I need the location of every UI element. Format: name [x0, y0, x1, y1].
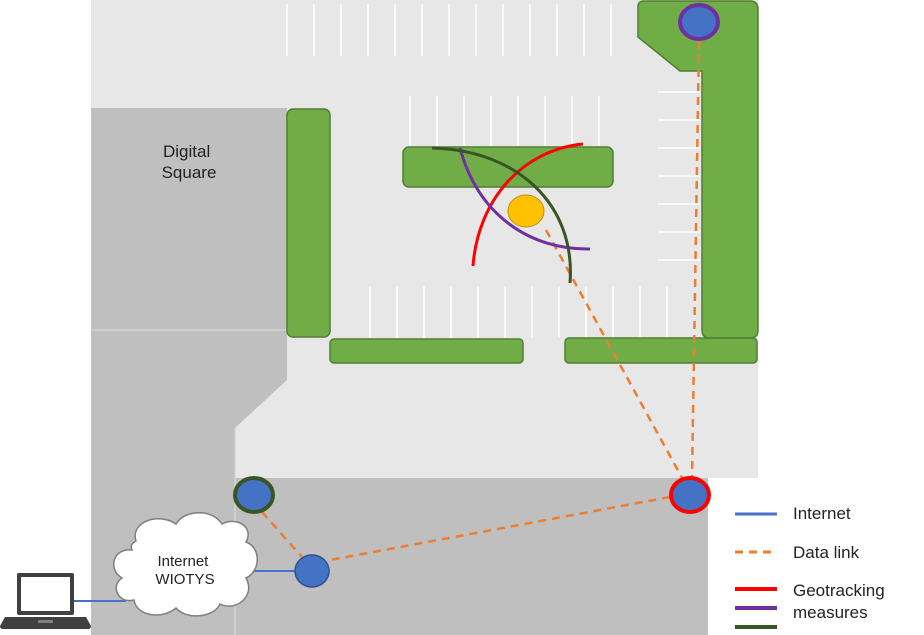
network-nodes — [233, 3, 720, 588]
cloud-icon: Internet WIOTYS — [112, 512, 258, 617]
data-link-sensor-gateway — [261, 511, 303, 558]
building-footprint — [91, 108, 287, 428]
cloud-shape — [112, 512, 258, 617]
geo-arc-green — [431, 146, 572, 284]
green-strip-right — [637, 0, 759, 339]
node-anchor-top-right — [678, 3, 720, 41]
node-sensor-green — [233, 476, 275, 514]
node-anchor-red — [669, 476, 711, 514]
node-gateway — [294, 554, 330, 588]
tracked-object — [507, 194, 545, 228]
laptop-trackpad — [38, 620, 53, 623]
data-link-anchor-gateway — [329, 495, 671, 562]
geotracking-arcs — [431, 142, 591, 284]
cloud-label: Internet WIOTYS — [155, 553, 214, 588]
green-strip-left — [286, 108, 331, 338]
laptop-screen — [21, 577, 70, 611]
parking-lines — [286, 4, 700, 338]
geo-arc-red — [471, 142, 584, 267]
internet-links — [74, 570, 295, 602]
green-strip-bottom-right — [564, 337, 758, 364]
building-label: Digital Square — [162, 142, 217, 182]
green-areas — [286, 0, 759, 364]
laptop-icon — [0, 573, 91, 629]
legend-label-internet: Internet — [793, 504, 851, 523]
legend-label-geotracking: Geotracking measures — [793, 581, 889, 622]
data-link-topright-anchor — [690, 40, 701, 479]
legend: Internet Data link Geotracking measures — [735, 504, 889, 629]
green-strip-bottom-left — [329, 338, 524, 364]
legend-label-data-link: Data link — [793, 543, 860, 562]
